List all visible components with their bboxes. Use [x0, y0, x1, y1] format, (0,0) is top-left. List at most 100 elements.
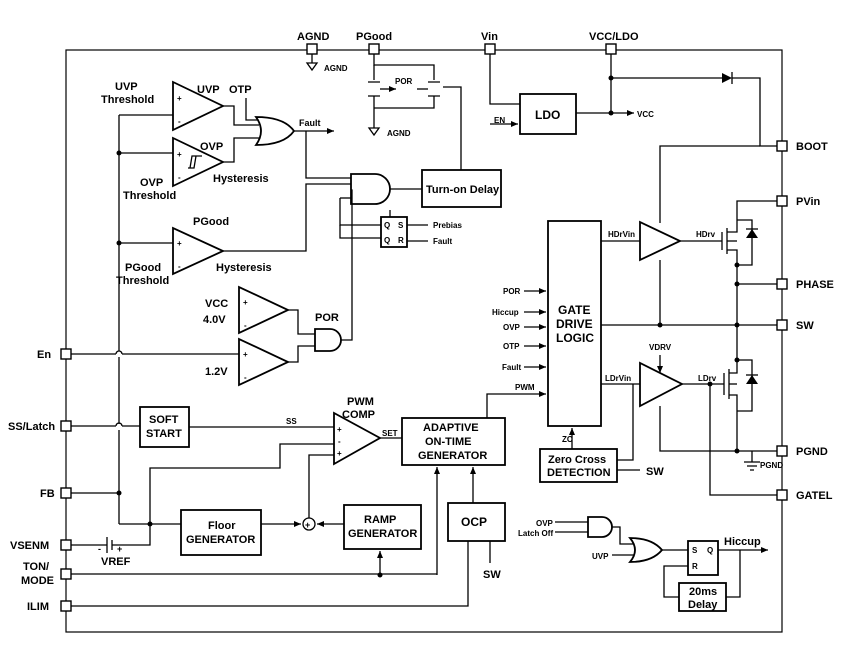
svg-text:Turn-on Delay: Turn-on Delay — [426, 184, 500, 196]
svg-text:S: S — [692, 546, 698, 555]
ovp-gate-label: OVP — [536, 519, 554, 528]
gate-drive-logic-block: GATE DRIVE LOGIC — [547, 220, 602, 427]
pin-pgood — [368, 43, 380, 55]
vcc-arrow-label: VCC — [637, 110, 654, 119]
svg-text:+: + — [337, 425, 342, 434]
pin-pgood-label: PGood — [356, 31, 392, 43]
pin-boot — [776, 140, 788, 152]
svg-text:Delay: Delay — [688, 599, 718, 611]
zc-label: ZC — [562, 435, 573, 444]
summing-node: + — [261, 454, 344, 531]
pwm-comp-label-1: PWM — [347, 396, 374, 408]
input-ovp: OVP — [503, 323, 521, 332]
otp-label: OTP — [229, 84, 252, 96]
svg-text:GENERATOR: GENERATOR — [418, 450, 487, 462]
por-fet-label: POR — [395, 77, 413, 86]
svg-text:OCP: OCP — [461, 515, 487, 529]
pgnd-ground-label: PGND — [760, 461, 783, 470]
pin-pvin — [776, 195, 788, 207]
en-comparator: + - 1.2V — [205, 337, 291, 387]
svg-text:Zero Cross: Zero Cross — [548, 454, 606, 466]
pin-agnd — [306, 43, 318, 55]
gate-drive-inputs: POR Hiccup OVP OTP Fault — [492, 287, 546, 372]
pin-ss-latch-label: SS/Latch — [8, 421, 55, 433]
svg-text:LOGIC: LOGIC — [556, 331, 594, 345]
pin-mode-label: MODE — [21, 575, 54, 587]
pin-ilim-label: ILIM — [27, 601, 49, 613]
low-side-driver: LDrVin VDRV LDrv — [601, 343, 777, 496]
svg-text:-: - — [244, 321, 247, 330]
input-hiccup: Hiccup — [492, 308, 519, 317]
pin-pvin-label: PVin — [796, 196, 821, 208]
vref-label: VREF — [101, 556, 131, 568]
chip-outline — [65, 49, 783, 633]
uvp-label: UVP — [197, 84, 220, 96]
ldo-block: LDO EN VCC — [489, 54, 654, 135]
boot-diode — [611, 72, 777, 223]
v12-label: 1.2V — [205, 366, 228, 378]
svg-text:ADAPTIVE: ADAPTIVE — [423, 422, 479, 434]
pin-gatel-label: GATEL — [796, 490, 833, 502]
svg-text:+: + — [177, 150, 182, 159]
svg-text:R: R — [398, 236, 404, 245]
ocp-block: OCP SW — [71, 502, 506, 607]
svg-text:ON-TIME: ON-TIME — [425, 436, 471, 448]
pin-vin-label: Vin — [481, 31, 498, 43]
prebias-label: Prebias — [433, 221, 462, 230]
svg-text:START: START — [146, 428, 182, 440]
pin-fb-label: FB — [40, 488, 55, 500]
vcc-uvlo-comparator: + - VCC 4.0V — [203, 285, 291, 335]
svg-text:-: - — [338, 437, 341, 446]
svg-text:R: R — [692, 562, 698, 571]
hysteresis-icon — [188, 155, 202, 169]
svg-text:DRIVE: DRIVE — [556, 317, 593, 331]
pin-sw-label: SW — [796, 320, 814, 332]
left-pins: En SS/Latch FB VSENM TON/ MODE ILIM — [8, 348, 72, 613]
pin-vcc-ldo — [605, 43, 617, 55]
set-label: SET — [382, 429, 398, 438]
hdrvin-label: HDrVin — [608, 230, 635, 239]
pin-boot-label: BOOT — [796, 141, 828, 153]
ovp-threshold-label-2: Threshold — [123, 190, 176, 202]
pgood-comp-label: PGood — [193, 216, 229, 228]
svg-text:GATE: GATE — [558, 303, 590, 317]
pin-phase-label: PHASE — [796, 279, 834, 291]
low-side-fet: PGND — [723, 325, 783, 471]
pin-en — [60, 348, 72, 360]
ldo-en-label: EN — [494, 116, 505, 125]
svg-text:+: + — [177, 94, 182, 103]
fault-label: Fault — [299, 118, 321, 128]
pin-vin — [484, 43, 496, 55]
ovp-label: OVP — [200, 141, 223, 153]
pwm-comp-label-2: COMP — [342, 409, 375, 421]
svg-text:Q: Q — [384, 236, 390, 245]
svg-text:+: + — [117, 544, 122, 554]
ss-net-label: SS — [286, 417, 297, 426]
soft-start-block: SOFT START — [139, 406, 190, 448]
svg-text:+: + — [243, 298, 248, 307]
adaptive-on-time-block: ADAPTIVE ON-TIME GENERATOR PWM — [401, 383, 546, 575]
svg-text:LDO: LDO — [535, 108, 560, 122]
pin-ton-label: TON/ — [23, 561, 49, 573]
svg-text:Floor: Floor — [208, 520, 236, 532]
hdrv-label: HDrv — [696, 230, 716, 239]
uvp-gate-label: UVP — [592, 552, 609, 561]
hysteresis-label-1: Hysteresis — [213, 173, 269, 185]
hiccup-logic: OVP Latch Off UVP S Q R Hiccup 20ms Dela… — [518, 516, 768, 612]
svg-text:+: + — [305, 520, 310, 530]
latch-off-label: Latch Off — [518, 529, 553, 538]
svg-text:+: + — [177, 239, 182, 248]
ovp-threshold-label-1: OVP — [140, 177, 163, 189]
fault-or-gate: Fault — [223, 98, 334, 163]
pin-fb — [60, 487, 72, 499]
svg-text:GENERATOR: GENERATOR — [186, 534, 255, 546]
agnd-label: AGND — [324, 64, 348, 73]
svg-text:20ms: 20ms — [689, 586, 717, 598]
agnd-ground-symbol: AGND — [305, 54, 348, 73]
pin-vcc-ldo-label: VCC/LDO — [589, 31, 639, 43]
pin-sw — [776, 319, 788, 331]
turn-on-delay-block: Turn-on Delay — [421, 86, 502, 208]
pgood-comparator: + - PGood Hysteresis PGood Threshold — [116, 216, 272, 287]
pwm-label: PWM — [515, 383, 535, 392]
svg-text:S: S — [398, 221, 404, 230]
